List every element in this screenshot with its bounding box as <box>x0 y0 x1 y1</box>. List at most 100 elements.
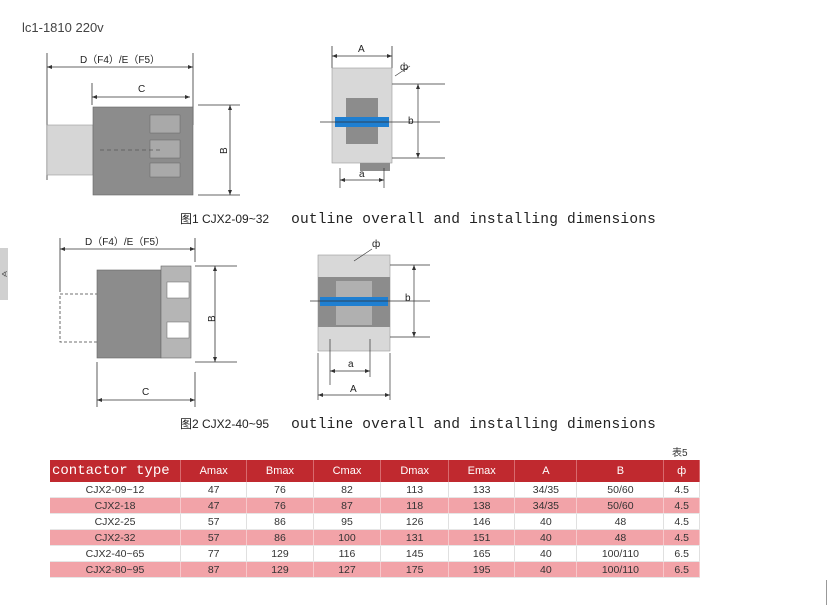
table-cell: 116 <box>313 545 382 562</box>
fig2-front-view: ф b a A <box>310 238 430 400</box>
table-cell: 131 <box>380 529 450 546</box>
fig1-c-label: C <box>138 84 145 95</box>
fig2-phi-label: ф <box>372 238 380 250</box>
header-amax: Amax <box>180 460 248 482</box>
table-cell: 40 <box>514 561 578 578</box>
table-cell: 6.5 <box>663 545 700 562</box>
table-cell: 50/60 <box>576 482 665 498</box>
fig1-dfe-label: D（F4）/E（F5） <box>80 54 160 66</box>
table-cell: 40 <box>514 529 578 546</box>
header-phi: ф <box>663 460 700 482</box>
table-cell: 47 <box>180 497 248 514</box>
fig2-a-small-label: a <box>348 359 354 370</box>
table-cell: 48 <box>576 529 665 546</box>
table-cell: 40 <box>514 513 578 530</box>
table-cell: 95 <box>313 513 382 530</box>
table-cell: 76 <box>246 497 314 514</box>
table-cell: 133 <box>448 482 516 498</box>
table-row: CJX2-18 47 76 87 118 138 34/35 50/60 4.5 <box>50 497 700 514</box>
fig1-front-view: A ф b a <box>320 44 445 188</box>
table-header-row: contactor type Amax Bmax Cmax Dmax Emax … <box>50 460 700 482</box>
fig1-side-view: D（F4）/E（F5） C B <box>46 53 240 196</box>
table-cell: 145 <box>380 545 450 562</box>
header-contactor-type: contactor type <box>50 460 181 482</box>
dimension-table: contactor type Amax Bmax Cmax Dmax Emax … <box>50 460 700 578</box>
table-cell: 146 <box>448 513 516 530</box>
table-cell: 34/35 <box>514 482 578 498</box>
fig2-b-front-label: b <box>405 293 411 304</box>
header-cmax: Cmax <box>313 460 382 482</box>
fig2-caption-text: outline overall and installing dimension… <box>291 417 657 433</box>
table-cell: CJX2-25 <box>50 513 181 530</box>
table-cell: 86 <box>246 513 314 530</box>
fig2-dfe-label: D（F4）/E（F5） <box>85 236 165 248</box>
table-cell: 118 <box>380 497 450 514</box>
header-dmax: Dmax <box>380 460 450 482</box>
table-cell: 100/110 <box>576 561 665 578</box>
table-cell: 87 <box>313 497 382 514</box>
table-cell: 129 <box>246 561 314 578</box>
table-row: CJX2-32 57 86 100 131 151 40 48 4.5 <box>50 529 700 546</box>
table-cell: 100 <box>313 529 382 546</box>
table-note: 表5 <box>672 448 688 459</box>
fig2-caption: 图2 CJX2-40~95 outline overall and install… <box>180 415 656 433</box>
table-cell: 100/110 <box>576 545 665 562</box>
table-cell: 6.5 <box>663 561 700 578</box>
table-cell: 113 <box>380 482 450 498</box>
fig1-phi-label: ф <box>400 61 408 73</box>
table-cell: 151 <box>448 529 516 546</box>
table-cell: 47 <box>180 482 248 498</box>
side-scroll-tab[interactable]: ∢ <box>0 248 8 300</box>
header-a: A <box>514 460 578 482</box>
table-cell: 4.5 <box>663 482 700 498</box>
table-cell: CJX2-32 <box>50 529 181 546</box>
fig1-b-side-label: B <box>219 147 230 154</box>
table-cell: CJX2-40~65 <box>50 545 181 562</box>
table-row: CJX2-80~95 87 129 127 175 195 40 100/110… <box>50 561 700 578</box>
table-cell: 138 <box>448 497 516 514</box>
fig2-c-label: C <box>142 387 149 398</box>
header-emax: Emax <box>448 460 516 482</box>
table-cell: 195 <box>448 561 516 578</box>
table-cell: 77 <box>180 545 248 562</box>
fig2-caption-prefix: 图2 CJX2-40~95 <box>180 417 270 431</box>
right-edge-rule <box>826 580 827 605</box>
table-cell: 87 <box>180 561 248 578</box>
page-title: lc1-1810 220v <box>22 20 104 35</box>
fig1-caption-prefix: 图1 CJX2-09~32 <box>180 212 270 226</box>
fig1-a-top-label: A <box>358 44 365 55</box>
table-cell: 48 <box>576 513 665 530</box>
table-cell: 165 <box>448 545 516 562</box>
table-cell: 76 <box>246 482 314 498</box>
table-cell: 57 <box>180 513 248 530</box>
table-cell: 127 <box>313 561 382 578</box>
table-cell: CJX2-80~95 <box>50 561 181 578</box>
table-cell: 4.5 <box>663 529 700 546</box>
table-cell: 34/35 <box>514 497 578 514</box>
fig1-a-bottom-label: a <box>359 169 365 180</box>
table-cell: 4.5 <box>663 513 700 530</box>
header-bmax: Bmax <box>246 460 314 482</box>
header-b: B <box>576 460 665 482</box>
table-cell: 175 <box>380 561 450 578</box>
table-cell: 82 <box>313 482 382 498</box>
table-row: CJX2-40~65 77 129 116 145 165 40 100/110… <box>50 545 700 562</box>
fig1-b-front-label: b <box>408 116 414 127</box>
fig2-side-view: D（F4）/E（F5） B C <box>59 236 237 407</box>
table-cell: 126 <box>380 513 450 530</box>
table-cell: 57 <box>180 529 248 546</box>
table-row: CJX2-25 57 86 95 126 146 40 48 4.5 <box>50 513 700 530</box>
table-cell: 86 <box>246 529 314 546</box>
fig1-caption-text: outline overall and installing dimension… <box>291 212 657 228</box>
table-cell: 4.5 <box>663 497 700 514</box>
table-cell: 129 <box>246 545 314 562</box>
fig2-b-side-label: B <box>207 315 218 322</box>
fig2-a-bottom-label: A <box>350 384 357 395</box>
table-cell: 40 <box>514 545 578 562</box>
table-row: CJX2-09~12 47 76 82 113 133 34/35 50/60 … <box>50 482 700 498</box>
table-cell: 50/60 <box>576 497 665 514</box>
table-cell: CJX2-18 <box>50 497 181 514</box>
table-cell: CJX2-09~12 <box>50 482 181 498</box>
fig1-caption: 图1 CJX2-09~32 outline overall and install… <box>180 210 656 228</box>
side-tab-glyph: ∢ <box>1 270 8 279</box>
